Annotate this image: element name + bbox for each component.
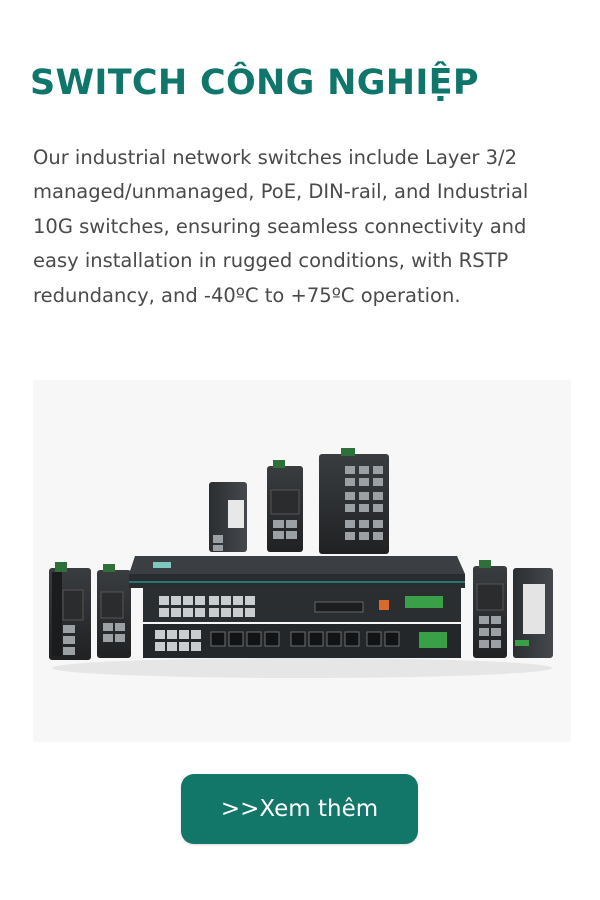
rack-switch-middle [143, 588, 461, 622]
rack-switch-top [129, 556, 465, 588]
din-rail-switch-left-1 [49, 562, 91, 660]
industrial-switches-illustration [49, 448, 553, 678]
see-more-button[interactable]: >>Xem thêm [181, 774, 418, 844]
din-rail-switch-right-2 [513, 568, 553, 658]
section-title: SWITCH CÔNG NGHIỆP [30, 63, 479, 104]
din-rail-switch-right-1 [473, 560, 507, 658]
din-rail-switch-left-2 [97, 564, 131, 658]
din-rail-switch-top-2 [267, 460, 303, 552]
rack-switch-bottom [143, 624, 461, 658]
din-rail-switch-top-3 [319, 448, 389, 554]
din-rail-switch-top-1 [209, 482, 247, 552]
product-image [33, 380, 571, 742]
section-description: Our industrial network switches include … [33, 145, 529, 307]
